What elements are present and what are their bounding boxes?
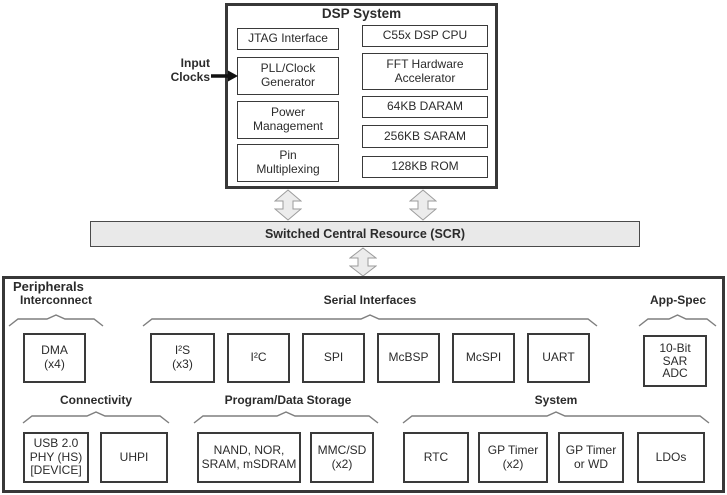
block-rtc: RTC [403, 432, 469, 483]
brace-program-data-storage-icon [193, 411, 379, 425]
group-label-interconnect: Interconnect [19, 293, 92, 307]
group-label-serial-interfaces: Serial Interfaces [323, 293, 417, 307]
block-pll-clock-generator: PLL/Clock Generator [237, 57, 339, 95]
dsp-system-title: DSP System [321, 6, 402, 21]
block-jtag-interface: JTAG Interface [237, 28, 339, 50]
block-mmc-sd: MMC/SD (x2) [310, 432, 374, 483]
group-label-connectivity: Connectivity [59, 393, 132, 407]
block-uhpi: UHPI [100, 432, 168, 483]
block-i2c: I²C [227, 333, 290, 383]
brace-interconnect-icon [8, 314, 104, 328]
block-dma: DMA (x4) [23, 333, 86, 383]
brace-system-icon [402, 411, 710, 425]
input-clocks-arrow-icon [211, 69, 239, 83]
block-mcspi: McSPI [452, 333, 515, 383]
peripherals-title: Peripherals [13, 279, 84, 294]
group-label-app-spec: App-Spec [649, 293, 706, 307]
block-128kb-rom: 128KB ROM [362, 156, 488, 178]
block-mcbsp: McBSP [377, 333, 440, 383]
block-uart: UART [527, 333, 590, 383]
block-gp-timer-or-wd: GP Timer or WD [558, 432, 624, 483]
dsp-scr-right-double-arrow-icon [409, 189, 437, 221]
dsp-scr-left-double-arrow-icon [274, 189, 302, 221]
block-nand-nor-sram-msdram: NAND, NOR, SRAM, mSDRAM [197, 432, 301, 483]
block-i2s: I²S (x3) [150, 333, 215, 383]
input-clocks-label: Input Clocks [170, 56, 210, 84]
block-spi: SPI [302, 333, 365, 383]
brace-serial-interfaces-icon [142, 314, 598, 328]
block-fft-hardware-accelerator: FFT Hardware Accelerator [362, 53, 488, 90]
block-10bit-sar-adc: 10-Bit SAR ADC [643, 335, 707, 387]
block-256kb-saram: 256KB SARAM [362, 125, 488, 148]
group-label-program-data-storage: Program/Data Storage [224, 393, 352, 407]
block-usb-phy: USB 2.0 PHY (HS) [DEVICE] [23, 432, 89, 483]
block-power-management: Power Management [237, 101, 339, 139]
brace-app-spec-icon [638, 314, 717, 328]
block-gp-timer-x2: GP Timer (x2) [478, 432, 548, 483]
block-pin-multiplexing: Pin Multiplexing [237, 144, 339, 182]
scr-peripherals-double-arrow-icon [349, 247, 377, 277]
group-label-system: System [534, 393, 578, 407]
scr-bar: Switched Central Resource (SCR) [90, 221, 640, 247]
block-ldos: LDOs [637, 432, 705, 483]
block-c55x-dsp-cpu: C55x DSP CPU [362, 25, 488, 47]
brace-connectivity-icon [22, 411, 170, 425]
block-64kb-daram: 64KB DARAM [362, 96, 488, 118]
